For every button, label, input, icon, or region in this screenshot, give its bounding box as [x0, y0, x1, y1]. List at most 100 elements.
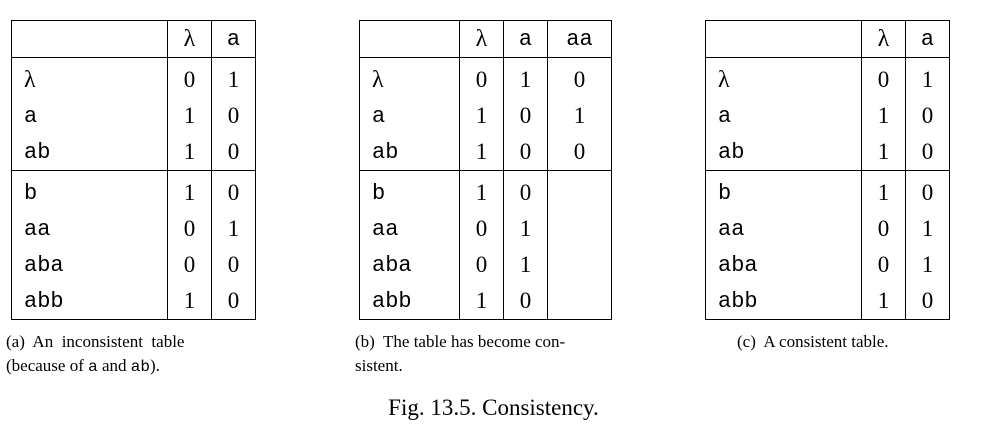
table-cell: 1	[459, 283, 504, 320]
corner-cell	[359, 20, 460, 58]
table-cell: 0	[861, 57, 906, 98]
row-label: aba	[359, 247, 460, 283]
table-cell: 0	[167, 247, 212, 283]
table-cell: 0	[547, 57, 612, 98]
table-cell: 0	[503, 98, 548, 134]
column-header: a	[211, 20, 256, 58]
table-cell: 0	[503, 283, 548, 320]
corner-cell	[705, 20, 862, 58]
table-cell: 0	[211, 98, 256, 134]
table-cell: 1	[167, 98, 212, 134]
corner-cell	[11, 20, 168, 58]
caption-a-term1: a	[88, 358, 98, 376]
caption-b-line1: (b) The table has become con-	[355, 332, 566, 351]
table-cell	[547, 247, 612, 283]
column-header: a	[905, 20, 950, 58]
column-header: aa	[547, 20, 612, 58]
caption-a-term2: ab	[130, 358, 150, 376]
table-cell: 1	[503, 211, 548, 247]
table-cell: 1	[167, 134, 212, 171]
table-cell: 1	[905, 57, 950, 98]
column-header: λ	[167, 20, 212, 58]
table-cell: 0	[503, 134, 548, 171]
table-cell: 0	[861, 247, 906, 283]
table-cell: 1	[167, 170, 212, 211]
row-label: b	[705, 170, 862, 211]
column-header: a	[503, 20, 548, 58]
table-cell: 1	[211, 211, 256, 247]
table-cell: 1	[861, 283, 906, 320]
figure-caption: Fig. 13.5. Consistency.	[388, 395, 599, 420]
row-label: b	[359, 170, 460, 211]
row-label: a	[359, 98, 460, 134]
table-cell: 1	[459, 170, 504, 211]
row-label: ab	[11, 134, 168, 171]
table-cell: 1	[167, 283, 212, 320]
caption-b-line2: sistent.	[355, 356, 403, 375]
row-label: abb	[11, 283, 168, 320]
table-cell: 0	[547, 134, 612, 171]
caption-b: (b) The table has become con- sistent.	[355, 330, 625, 378]
table-cell: 0	[905, 170, 950, 211]
table-cell: 1	[547, 98, 612, 134]
table-cell: 0	[211, 134, 256, 171]
table-cell: 1	[861, 98, 906, 134]
column-header: λ	[861, 20, 906, 58]
table-cell: 0	[211, 283, 256, 320]
table-cell: 1	[459, 98, 504, 134]
row-label: a	[11, 98, 168, 134]
row-label: b	[11, 170, 168, 211]
table-cell: 1	[905, 247, 950, 283]
row-label: λ	[705, 57, 862, 98]
table-cell: 0	[167, 57, 212, 98]
caption-a: (a) An inconsistent table (because of a …	[6, 330, 271, 379]
table-cell: 0	[211, 170, 256, 211]
table-cell: 1	[459, 134, 504, 171]
table-cell: 0	[167, 211, 212, 247]
table-cell: 1	[905, 211, 950, 247]
table-cell: 0	[905, 98, 950, 134]
table-cell: 1	[211, 57, 256, 98]
table-cell: 1	[861, 170, 906, 211]
row-label: ab	[705, 134, 862, 171]
table-cell: 1	[503, 247, 548, 283]
row-label: aa	[359, 211, 460, 247]
table-cell: 0	[459, 57, 504, 98]
table-cell: 0	[459, 247, 504, 283]
table-cell: 0	[905, 134, 950, 171]
table-cell: 1	[503, 57, 548, 98]
table-cell	[547, 283, 612, 320]
caption-c: (c) A consistent table.	[737, 330, 967, 354]
caption-a-line2: (because of a and ab).	[6, 354, 271, 379]
row-label: a	[705, 98, 862, 134]
caption-a-line1: (a) An inconsistent table	[6, 332, 185, 351]
row-label: aba	[705, 247, 862, 283]
caption-a-text1: (because of	[6, 356, 89, 375]
table-cell: 0	[211, 247, 256, 283]
table-cell: 0	[905, 283, 950, 320]
